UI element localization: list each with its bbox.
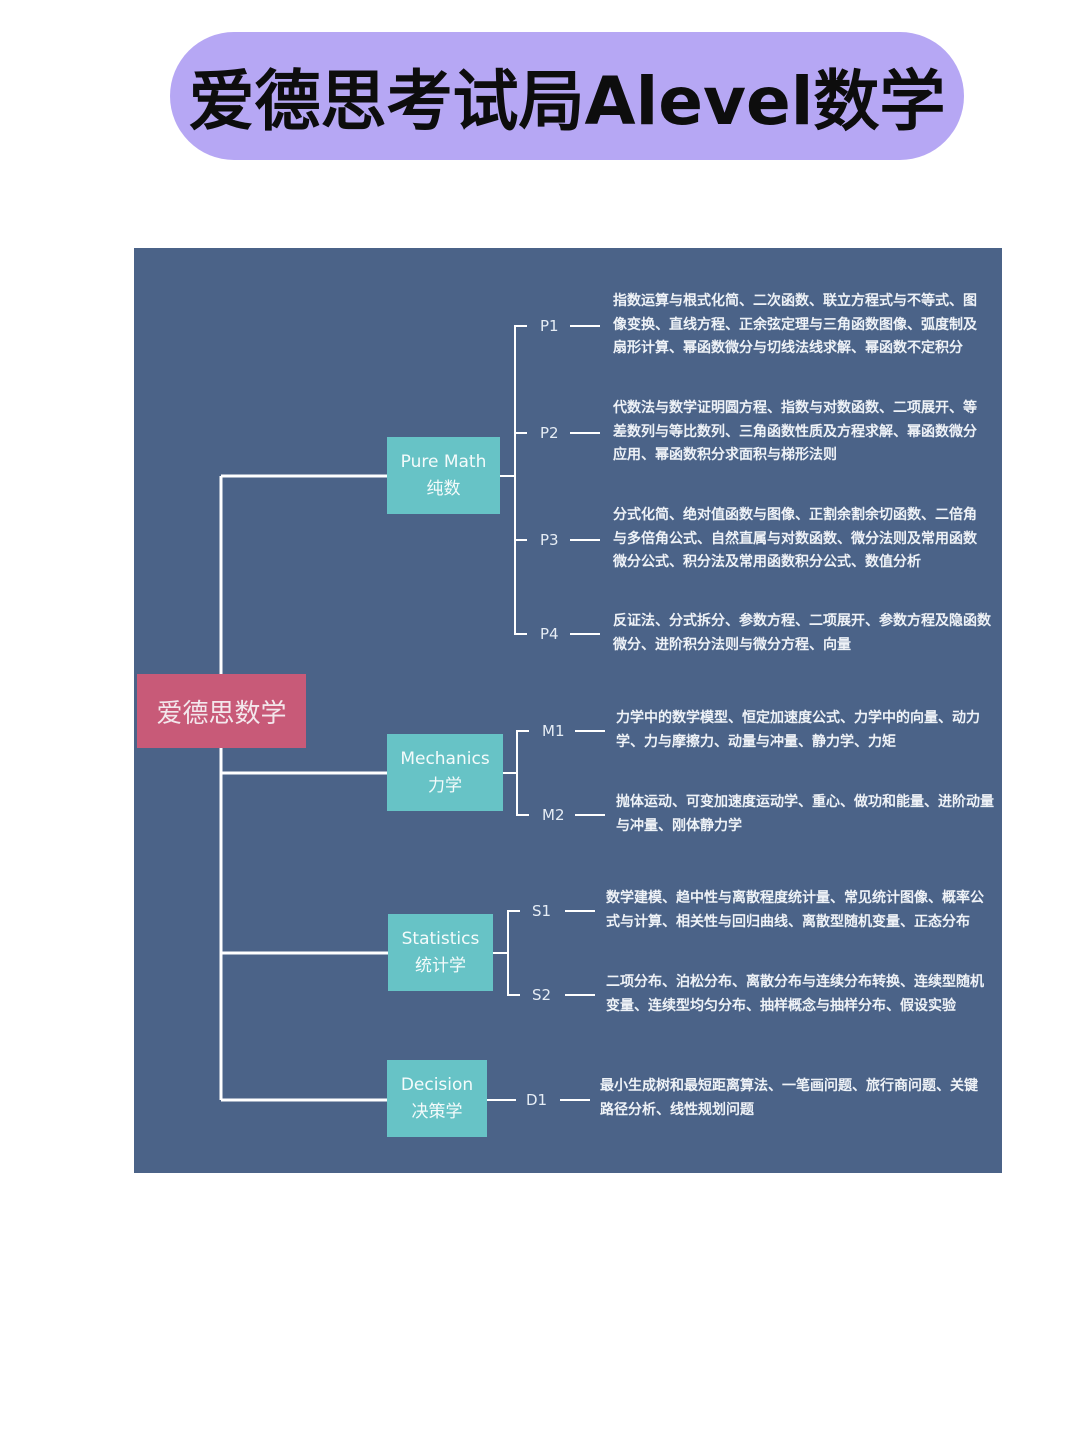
branch-label-cn: 纯数 <box>426 478 461 499</box>
unit-code-d1: D1 <box>526 1091 548 1109</box>
desc-line: 扇形计算、幂函数微分与切线法线求解、幂函数不定积分 <box>613 340 963 356</box>
branch-label-en: Pure Math <box>400 451 487 472</box>
page-title: 爱德思考试局Alevel数学 <box>188 63 946 140</box>
desc-line: 分式化简、绝对值函数与图像、正割余割余切函数、二倍角 <box>613 507 977 523</box>
unit-desc-p1: 指数运算与根式化简、二次函数、联立方程式与不等式、图 像变换、直线方程、正余弦定… <box>613 290 977 361</box>
unit-code-m1: M1 <box>542 722 565 740</box>
desc-line: 指数运算与根式化简、二次函数、联立方程式与不等式、图 <box>613 293 977 309</box>
desc-line: 与多倍角公式、自然直属与对数函数、微分法则及常用函数 <box>613 530 977 547</box>
unit-desc-m1: 力学中的数学模型、恒定加速度公式、力学中的向量、动力 学、力与摩擦力、动量与冲量… <box>616 707 980 754</box>
unit-code-m2: M2 <box>542 806 565 824</box>
branch-label-en: Statistics <box>401 928 480 949</box>
unit-code-p3: P3 <box>540 531 559 549</box>
unit-desc-s2: 二项分布、泊松分布、离散分布与连续分布转换、连续型随机 变量、连续型均匀分布、抽… <box>606 971 984 1018</box>
desc-line: 变量、连续型均匀分布、抽样概念与抽样分布、假设实验 <box>606 997 956 1014</box>
desc-line: 最小生成树和最短距离算法、一笔画问题、旅行商问题、关键 <box>600 1078 978 1094</box>
desc-line: 二项分布、泊松分布、离散分布与连续分布转换、连续型随机 <box>606 974 984 990</box>
unit-desc-p4: 反证法、分式拆分、参数方程、二项展开、参数方程及隐函数 微分、进阶积分法则与微分… <box>613 610 991 657</box>
desc-line: 微分、进阶积分法则与微分方程、向量 <box>613 636 851 653</box>
branch-label-cn: 统计学 <box>415 955 466 976</box>
branch-label-en: Decision <box>400 1074 474 1095</box>
title-banner: 爱德思考试局Alevel数学 <box>170 32 964 160</box>
desc-line: 像变换、直线方程、正余弦定理与三角函数图像、弧度制及 <box>613 316 977 333</box>
desc-line: 力学中的数学模型、恒定加速度公式、力学中的向量、动力 <box>616 710 980 726</box>
desc-line: 微分公式、积分法及常用函数积分公式、数值分析 <box>613 554 921 570</box>
branch-node-pure-math: Pure Math 纯数 <box>387 437 500 514</box>
desc-line: 应用、幂函数积分求面积与梯形法则 <box>613 447 837 463</box>
desc-line: 代数法与数学证明圆方程、指数与对数函数、二项展开、等 <box>613 400 977 416</box>
desc-line: 式与计算、相关性与回归曲线、离散型随机变量、正态分布 <box>606 913 970 930</box>
branch-node-decision: Decision 决策学 <box>387 1060 487 1137</box>
branch-label-en: Mechanics <box>400 748 490 769</box>
root-node: 爱德思数学 <box>137 674 306 748</box>
unit-desc-p2: 代数法与数学证明圆方程、指数与对数函数、二项展开、等 差数列与等比数列、三角函数… <box>613 397 977 468</box>
desc-line: 抛体运动、可变加速度运动学、重心、做功和能量、进阶动量 <box>616 794 994 810</box>
unit-code-s2: S2 <box>532 986 552 1004</box>
unit-code-p2: P2 <box>540 424 559 442</box>
branch-label-cn: 决策学 <box>411 1101 463 1122</box>
branch-node-statistics: Statistics 统计学 <box>388 914 493 991</box>
unit-desc-d1: 最小生成树和最短距离算法、一笔画问题、旅行商问题、关键 路径分析、线性规划问题 <box>600 1075 978 1122</box>
unit-code-p4: P4 <box>540 625 559 643</box>
desc-line: 数学建模、趋中性与离散程度统计量、常见统计图像、概率公 <box>606 890 984 906</box>
branch-node-mechanics: Mechanics 力学 <box>387 734 503 811</box>
branch-label-cn: 力学 <box>428 775 462 796</box>
desc-line: 与冲量、刚体静力学 <box>616 817 742 834</box>
desc-line: 路径分析、线性规划问题 <box>600 1101 754 1118</box>
unit-desc-m2: 抛体运动、可变加速度运动学、重心、做功和能量、进阶动量 与冲量、刚体静力学 <box>616 791 994 838</box>
unit-desc-s1: 数学建模、趋中性与离散程度统计量、常见统计图像、概率公 式与计算、相关性与回归曲… <box>606 887 984 934</box>
desc-line: 差数列与等比数列、三角函数性质及方程求解、幂函数微分 <box>613 423 977 440</box>
unit-code-s1: S1 <box>532 902 552 920</box>
desc-line: 反证法、分式拆分、参数方程、二项展开、参数方程及隐函数 <box>613 613 991 629</box>
unit-desc-p3: 分式化简、绝对值函数与图像、正割余割余切函数、二倍角 与多倍角公式、自然直属与对… <box>613 504 977 575</box>
unit-code-p1: P1 <box>540 317 559 335</box>
desc-line: 学、力与摩擦力、动量与冲量、静力学、力矩 <box>616 733 896 750</box>
